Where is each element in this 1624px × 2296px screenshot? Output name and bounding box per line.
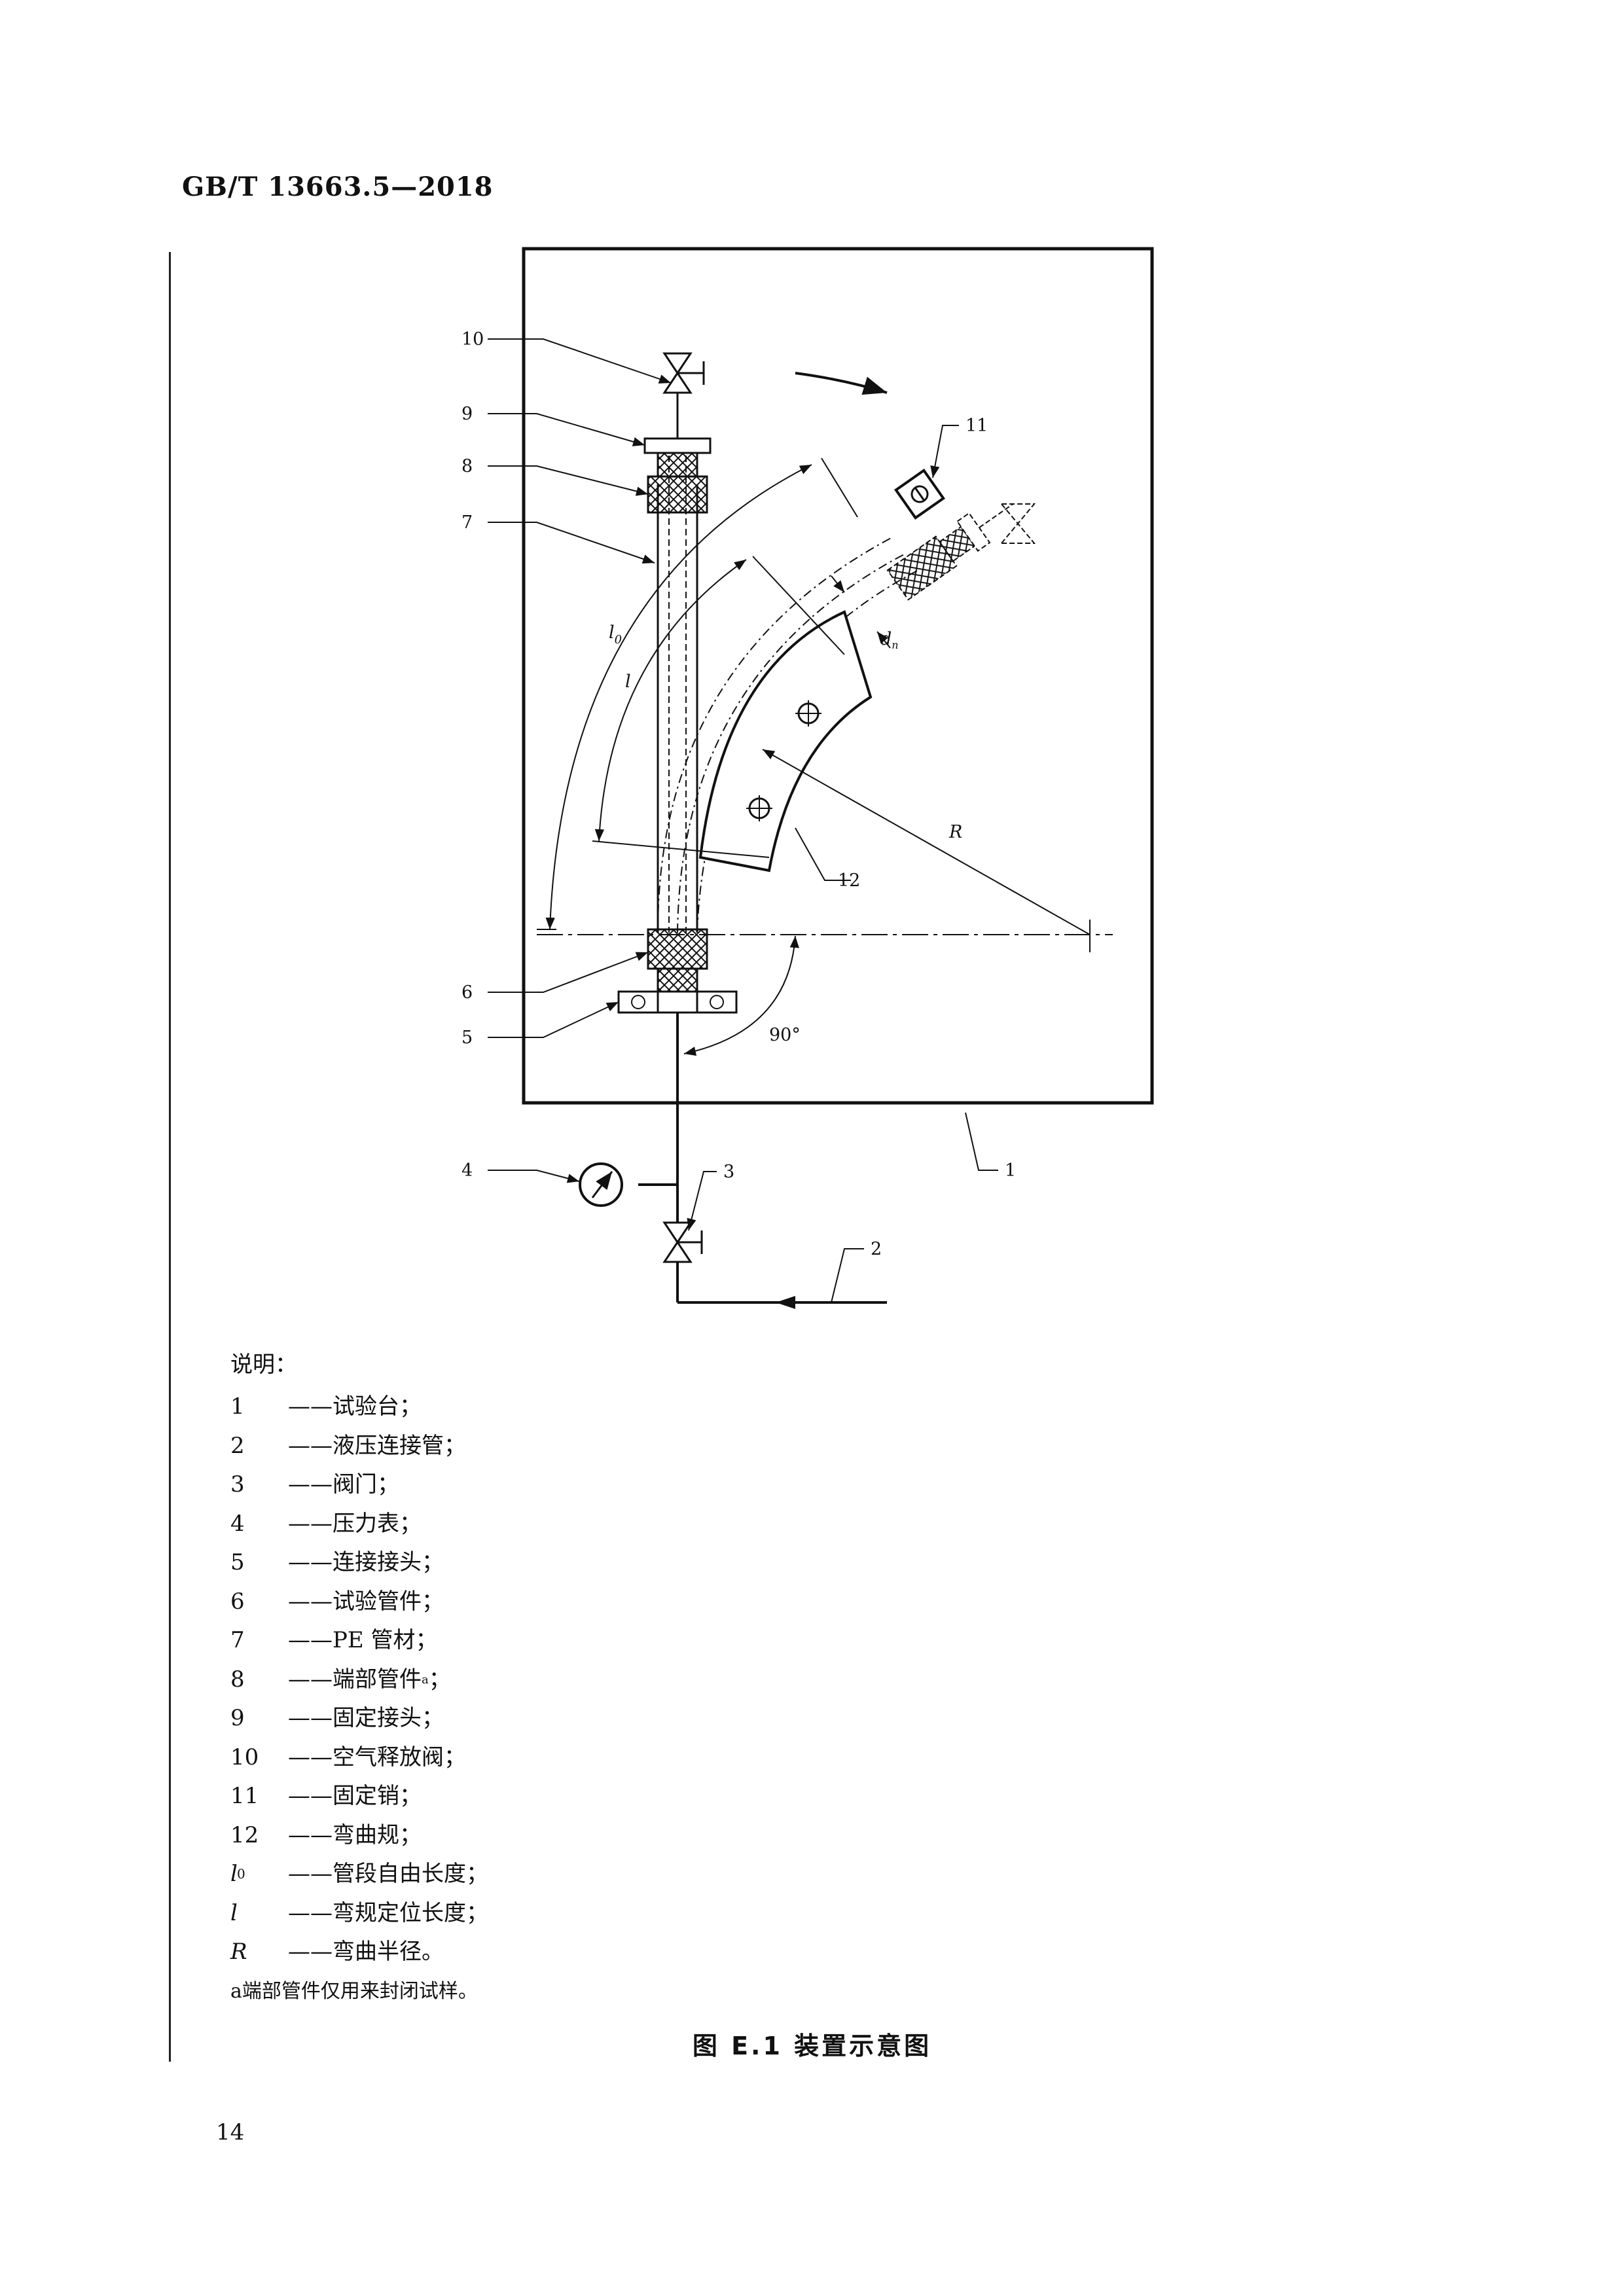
rotated-end-fitting [886, 503, 1014, 601]
legend-text: ——压力表； [288, 1510, 422, 1537]
legend-key: 2 [230, 1432, 245, 1459]
legend-item: R ——弯曲半径。 [230, 1933, 488, 1972]
end-fitting [647, 475, 708, 514]
legend-item: 12 ——弯曲规； [230, 1816, 488, 1856]
legend-item: 4 ——压力表； [230, 1505, 488, 1544]
legend-text: ——固定销； [288, 1783, 422, 1809]
test-fitting [647, 928, 708, 970]
legend-text: ——弯曲规； [288, 1821, 422, 1848]
legend-text: ——弯曲半径。 [288, 1939, 444, 1965]
flow-arrow [776, 1296, 795, 1309]
legend-item: 10 ——空气释放阀； [230, 1738, 488, 1778]
angle-arc [683, 935, 799, 1056]
legend-key: 7 [230, 1627, 245, 1653]
legend-item: 1 ——试验台； [230, 1388, 488, 1427]
legend-text: ——连接接头； [288, 1549, 444, 1575]
callout-1: 1 [1005, 1160, 1016, 1181]
legend-key: 3 [230, 1471, 245, 1498]
legend-key: R [230, 1939, 247, 1965]
pressure-gauge-icon [579, 1162, 623, 1207]
legend-text: ——液压连接管； [288, 1432, 466, 1459]
dim-dn: dn [880, 629, 899, 651]
figure-caption: 图 E.1 装置示意图 [692, 2032, 932, 2060]
fixed-joint [643, 437, 712, 454]
standard-number: GB/T 13663.5—2018 [182, 171, 494, 202]
callout-4: 4 [461, 1160, 473, 1181]
valve-icon [662, 1221, 703, 1263]
legend: 说明： 1 ——试验台； 2 ——液压连接管； 3 ——阀门； 4 ——压力表； 5 ——连接接头… [230, 1342, 488, 2011]
legend-text: ——端部管件 [288, 1666, 422, 1693]
legend-item: l ——弯规定位长度； [230, 1894, 488, 1933]
legend-key: l [230, 1861, 238, 1887]
connection-joint [617, 990, 738, 1014]
legend-text: ——管段自由长度； [288, 1861, 488, 1887]
legend-key: 9 [230, 1705, 245, 1731]
legend-text: ——试验台； [288, 1393, 422, 1420]
legend-key: 5 [230, 1549, 245, 1575]
callout-3: 3 [723, 1162, 734, 1182]
legend-text: ——试验管件； [288, 1588, 444, 1615]
legend-item: 7 ——PE 管材； [230, 1621, 488, 1660]
rotation-arrow [795, 372, 888, 395]
legend-footnote: a 端部管件仅用来封闭试样。 [230, 1979, 478, 2003]
legend-key: 12 [230, 1821, 259, 1848]
legend-key: 4 [230, 1510, 245, 1537]
legend-item: 6 ——试验管件； [230, 1583, 488, 1622]
callout-2: 2 [871, 1239, 882, 1259]
dim-angle: 90° [769, 1025, 801, 1045]
bending-gauge [698, 610, 873, 872]
apparatus-diagram: R l0 l dn 90° 10 9 8 7 11 12 6 5 1 4 3 2 [461, 247, 1154, 1309]
binding-margin-line [169, 252, 171, 2062]
callout-6: 6 [461, 982, 473, 1003]
legend-item: 3 ——阀门； [230, 1465, 488, 1505]
legend-key: 6 [230, 1588, 245, 1615]
legend-key: 1 [230, 1393, 245, 1420]
legend-key: 10 [230, 1744, 259, 1770]
legend-key: 11 [230, 1783, 259, 1809]
callout-11: 11 [965, 416, 988, 436]
legend-text: ——阀门； [288, 1471, 399, 1498]
test-fitting-small [657, 967, 698, 993]
rotated-air-valve-icon [1000, 503, 1036, 544]
callout-5: 5 [461, 1028, 473, 1048]
end-fitting-small [657, 452, 698, 478]
legend-item: 9 ——固定接头； [230, 1699, 488, 1738]
pe-pipe [657, 445, 698, 933]
air-release-valve-icon [662, 352, 705, 394]
legend-item: 11 ——固定销； [230, 1777, 488, 1816]
legend-item: 5 ——连接接头； [230, 1543, 488, 1583]
page-number: 14 [216, 2119, 245, 2145]
radius-line [762, 749, 1091, 935]
legend-key: 8 [230, 1666, 245, 1693]
callout-9: 9 [461, 404, 473, 424]
callout-7: 7 [461, 512, 473, 533]
dim-l: l [625, 672, 631, 692]
test-bench-frame [522, 247, 1154, 1105]
legend-key: l [230, 1899, 238, 1926]
fixing-pin-icon [894, 469, 945, 520]
callout-10: 10 [461, 329, 484, 350]
callout-8: 8 [461, 456, 473, 476]
legend-item: 2 ——液压连接管； [230, 1427, 488, 1466]
legend-text: ——空气释放阀； [288, 1744, 466, 1770]
legend-text: ——PE 管材； [288, 1627, 438, 1653]
dim-l0: l0 [609, 622, 622, 647]
dim-R: R [948, 822, 962, 842]
callout-12: 12 [838, 870, 860, 891]
dim-arc-l [594, 559, 747, 842]
legend-text: ——弯规定位长度； [288, 1899, 488, 1926]
legend-title: 说明： [230, 1352, 297, 1378]
legend-text: ——固定接头； [288, 1705, 444, 1731]
